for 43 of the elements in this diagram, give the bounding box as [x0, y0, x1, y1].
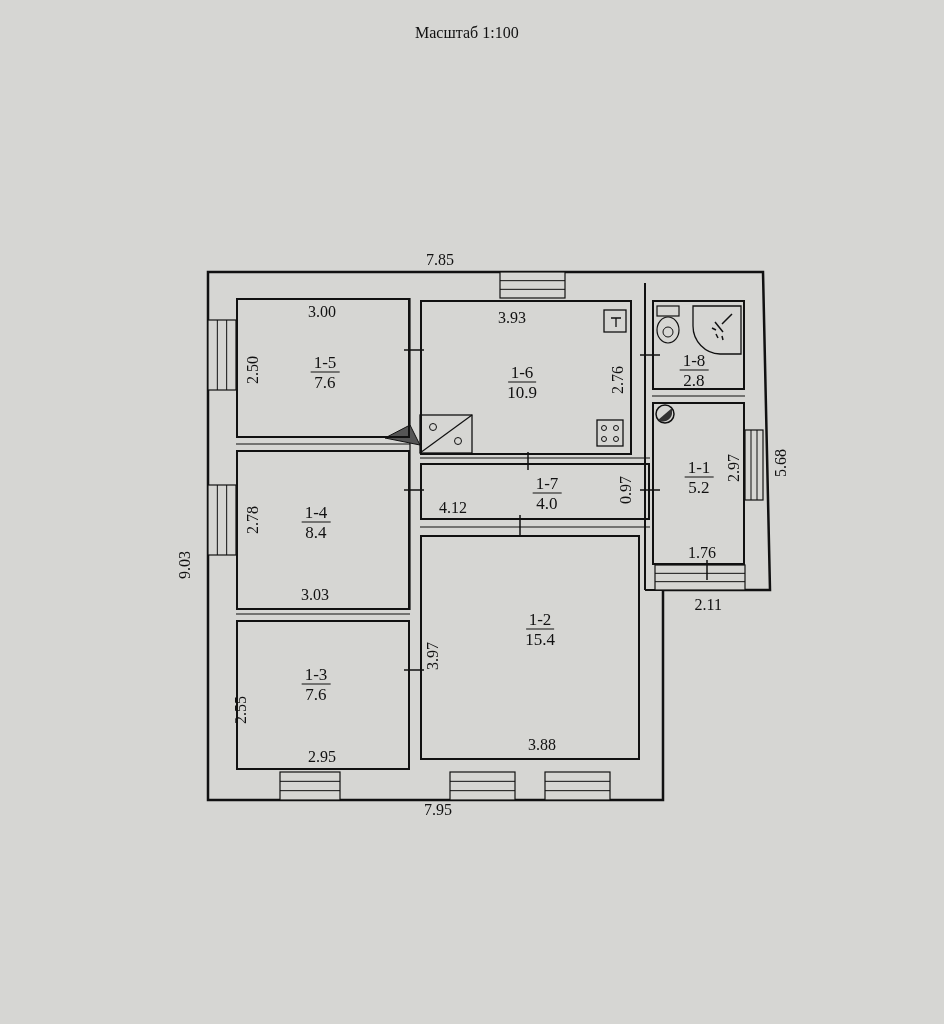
room: [420, 535, 640, 760]
room-area: 5.2: [688, 477, 710, 497]
room-number: 1-2: [525, 609, 555, 630]
room-area: 8.4: [305, 522, 327, 542]
dimension-label: 5.68: [772, 449, 790, 477]
dimension-label: 0.97: [617, 476, 635, 504]
room-number: 1-6: [507, 362, 537, 383]
dimension-label: 2.78: [244, 506, 262, 534]
room: [236, 620, 410, 770]
dimension-label: 2.76: [609, 366, 627, 394]
room-number: 1-4: [301, 502, 331, 523]
dimension-label: 3.03: [301, 586, 329, 604]
dimension-label: 3.97: [424, 642, 442, 670]
room-area: 7.6: [314, 372, 336, 392]
room: [236, 298, 410, 438]
dimension-label: 2.11: [694, 596, 722, 614]
room-number: 1-7: [532, 473, 562, 494]
room-number: 1-8: [679, 350, 709, 371]
dimension-label: 3.88: [528, 736, 556, 754]
dimension-label: 3.93: [498, 309, 526, 327]
room-number: 1-5: [310, 352, 340, 373]
room: [420, 463, 650, 520]
room-area: 10.9: [507, 382, 537, 402]
room: [652, 300, 745, 390]
room-area: 2.8: [683, 370, 705, 390]
dimension-label: 2.97: [725, 454, 743, 482]
scale-title: Масштаб 1:100: [415, 24, 519, 42]
dimension-label: 7.95: [424, 801, 452, 819]
room-number: 1-3: [301, 664, 331, 685]
room-area: 7.6: [305, 684, 327, 704]
room-area: 15.4: [525, 629, 555, 649]
dimension-label: 2.95: [308, 748, 336, 766]
dimension-label: 7.85: [426, 251, 454, 269]
dimension-label: 4.12: [439, 499, 467, 517]
room: [420, 300, 632, 455]
room-number: 1-1: [684, 457, 714, 478]
dimension-label: 1.76: [688, 544, 716, 562]
room-area: 4.0: [536, 493, 558, 513]
dimension-label: 9.03: [176, 551, 194, 579]
dimension-label: 3.00: [308, 303, 336, 321]
dimension-label: 2.50: [244, 356, 262, 384]
room: [236, 450, 410, 610]
room: [652, 402, 745, 565]
